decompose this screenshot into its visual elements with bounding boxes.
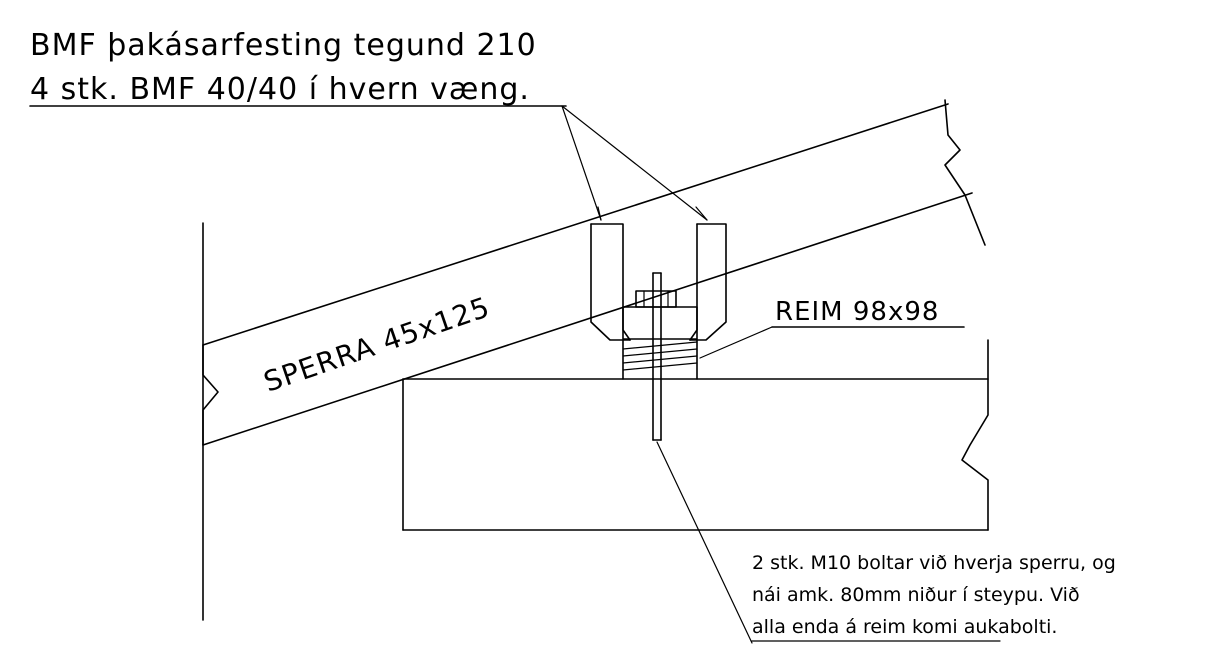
note-line-3: alla enda á reim komi aukabolti. [752, 616, 1057, 638]
bolt-note: 2 stk. M10 boltar við hverja sperru, og … [751, 552, 1116, 642]
strap-label: REIM 98x98 [775, 297, 939, 327]
rafter [202, 99, 986, 446]
rafter-break-left [202, 344, 219, 446]
strap-leader [699, 326, 773, 359]
strap-block [622, 290, 698, 380]
note-line-1: 2 stk. M10 boltar við hverja sperru, og [752, 552, 1116, 574]
plate-break-right [961, 339, 989, 531]
title-line-1: BMF þakásarfesting tegund 210 [30, 28, 537, 63]
bmf-bracket-left [590, 223, 631, 341]
rafter-top-edge [202, 103, 949, 346]
bmf-bracket-right [689, 223, 727, 341]
bolt-leader [656, 441, 753, 644]
leader-left-bracket [561, 105, 602, 221]
rafter-bottom-edge [202, 192, 973, 446]
wall-plate [402, 339, 989, 531]
leader-right-bracket [561, 105, 708, 221]
note-line-2: nái amk. 80mm niður í steypu. Við [752, 584, 1080, 606]
title-line-2: 4 stk. BMF 40/40 í hvern væng. [30, 72, 530, 107]
rafter-label: SPERRA 45x125 [260, 290, 495, 398]
rafter-break-right [944, 99, 986, 246]
m10-bolt [652, 272, 662, 441]
